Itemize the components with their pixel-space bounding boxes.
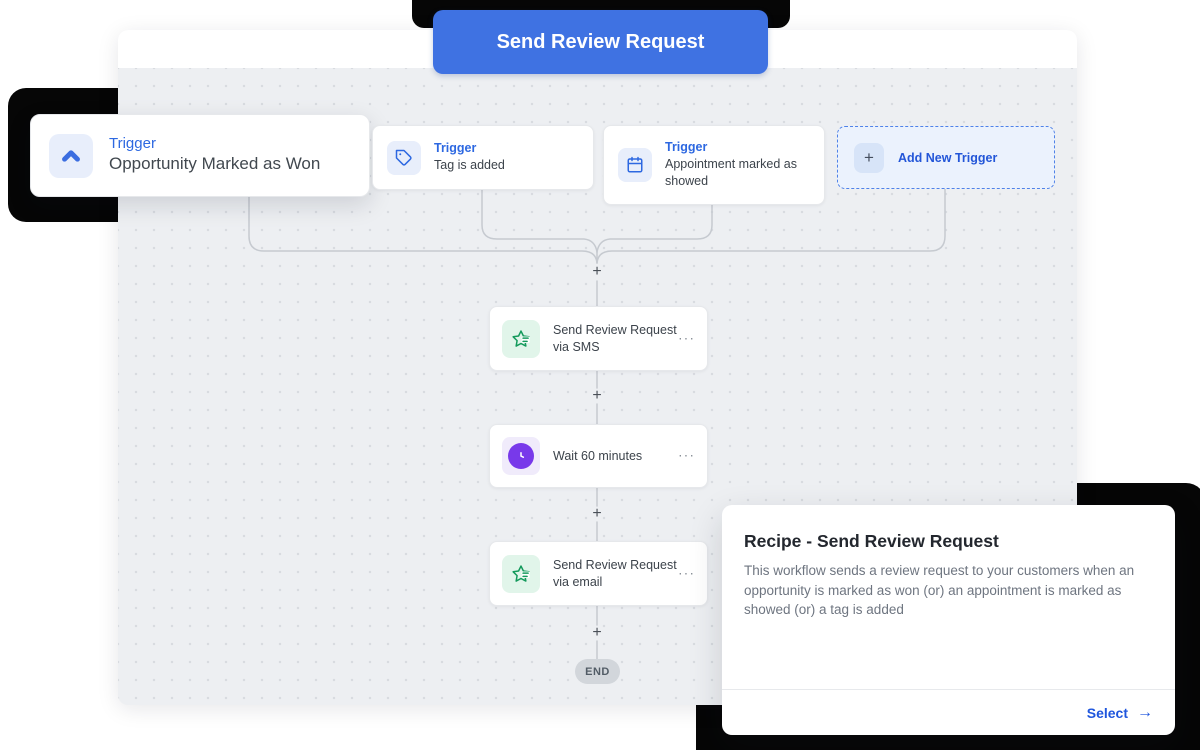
trigger-title: Opportunity Marked as Won [109,154,321,174]
recipe-panel: Recipe - Send Review Request This workfl… [722,505,1175,735]
select-label: Select [1086,704,1128,721]
action-menu-ellipsis[interactable]: ··· [678,564,695,581]
action-title: Send Review Request via email [553,557,677,589]
clock-icon [502,437,540,475]
review-star-icon [502,554,540,593]
trigger-title: Tag is added [434,157,505,172]
trigger-type-label: Trigger [434,141,477,156]
action-card-review-email[interactable]: Send Review Request via email ··· [489,541,708,606]
trigger-card-appointment-showed[interactable]: Trigger Appointment marked as showed [603,125,825,205]
action-menu-ellipsis[interactable]: ··· [678,329,695,346]
select-recipe-button[interactable]: Select → [1087,704,1153,722]
add-step-plus-2[interactable]: + [592,387,602,404]
add-new-trigger-label: Add New Trigger [898,150,998,165]
recipe-description: This workflow sends a review request to … [744,563,1135,618]
action-card-review-sms[interactable]: Send Review Request via SMS ··· [489,306,708,371]
chevron-up-icon [49,133,93,178]
recipe-title: Recipe - Send Review Request [744,531,999,551]
trigger-type-label: Trigger [665,140,708,155]
tag-icon [387,140,421,175]
trigger-title: Appointment marked as showed [665,156,798,188]
recipe-footer: Select → [722,689,1175,735]
add-step-plus-3[interactable]: + [592,505,602,522]
action-title: Wait 60 minutes [553,448,643,463]
review-star-icon [502,319,540,358]
end-node: END [575,659,620,684]
plus-icon: + [854,142,884,173]
add-step-plus-1[interactable]: + [592,263,602,280]
action-title: Send Review Request via SMS [553,322,677,354]
add-step-plus-4[interactable]: + [592,624,602,641]
calendar-icon [618,148,652,182]
trigger-card-tag-added[interactable]: Trigger Tag is added [372,125,594,190]
action-menu-ellipsis[interactable]: ··· [678,446,695,463]
arrow-right-icon: → [1137,703,1153,721]
trigger-card-opportunity-won[interactable]: Trigger Opportunity Marked as Won [30,114,370,197]
send-review-request-banner-button[interactable]: Send Review Request [433,10,768,74]
action-card-wait[interactable]: Wait 60 minutes ··· [489,424,708,488]
add-new-trigger-button[interactable]: + Add New Trigger [837,126,1055,189]
trigger-type-label: Trigger [109,134,156,152]
